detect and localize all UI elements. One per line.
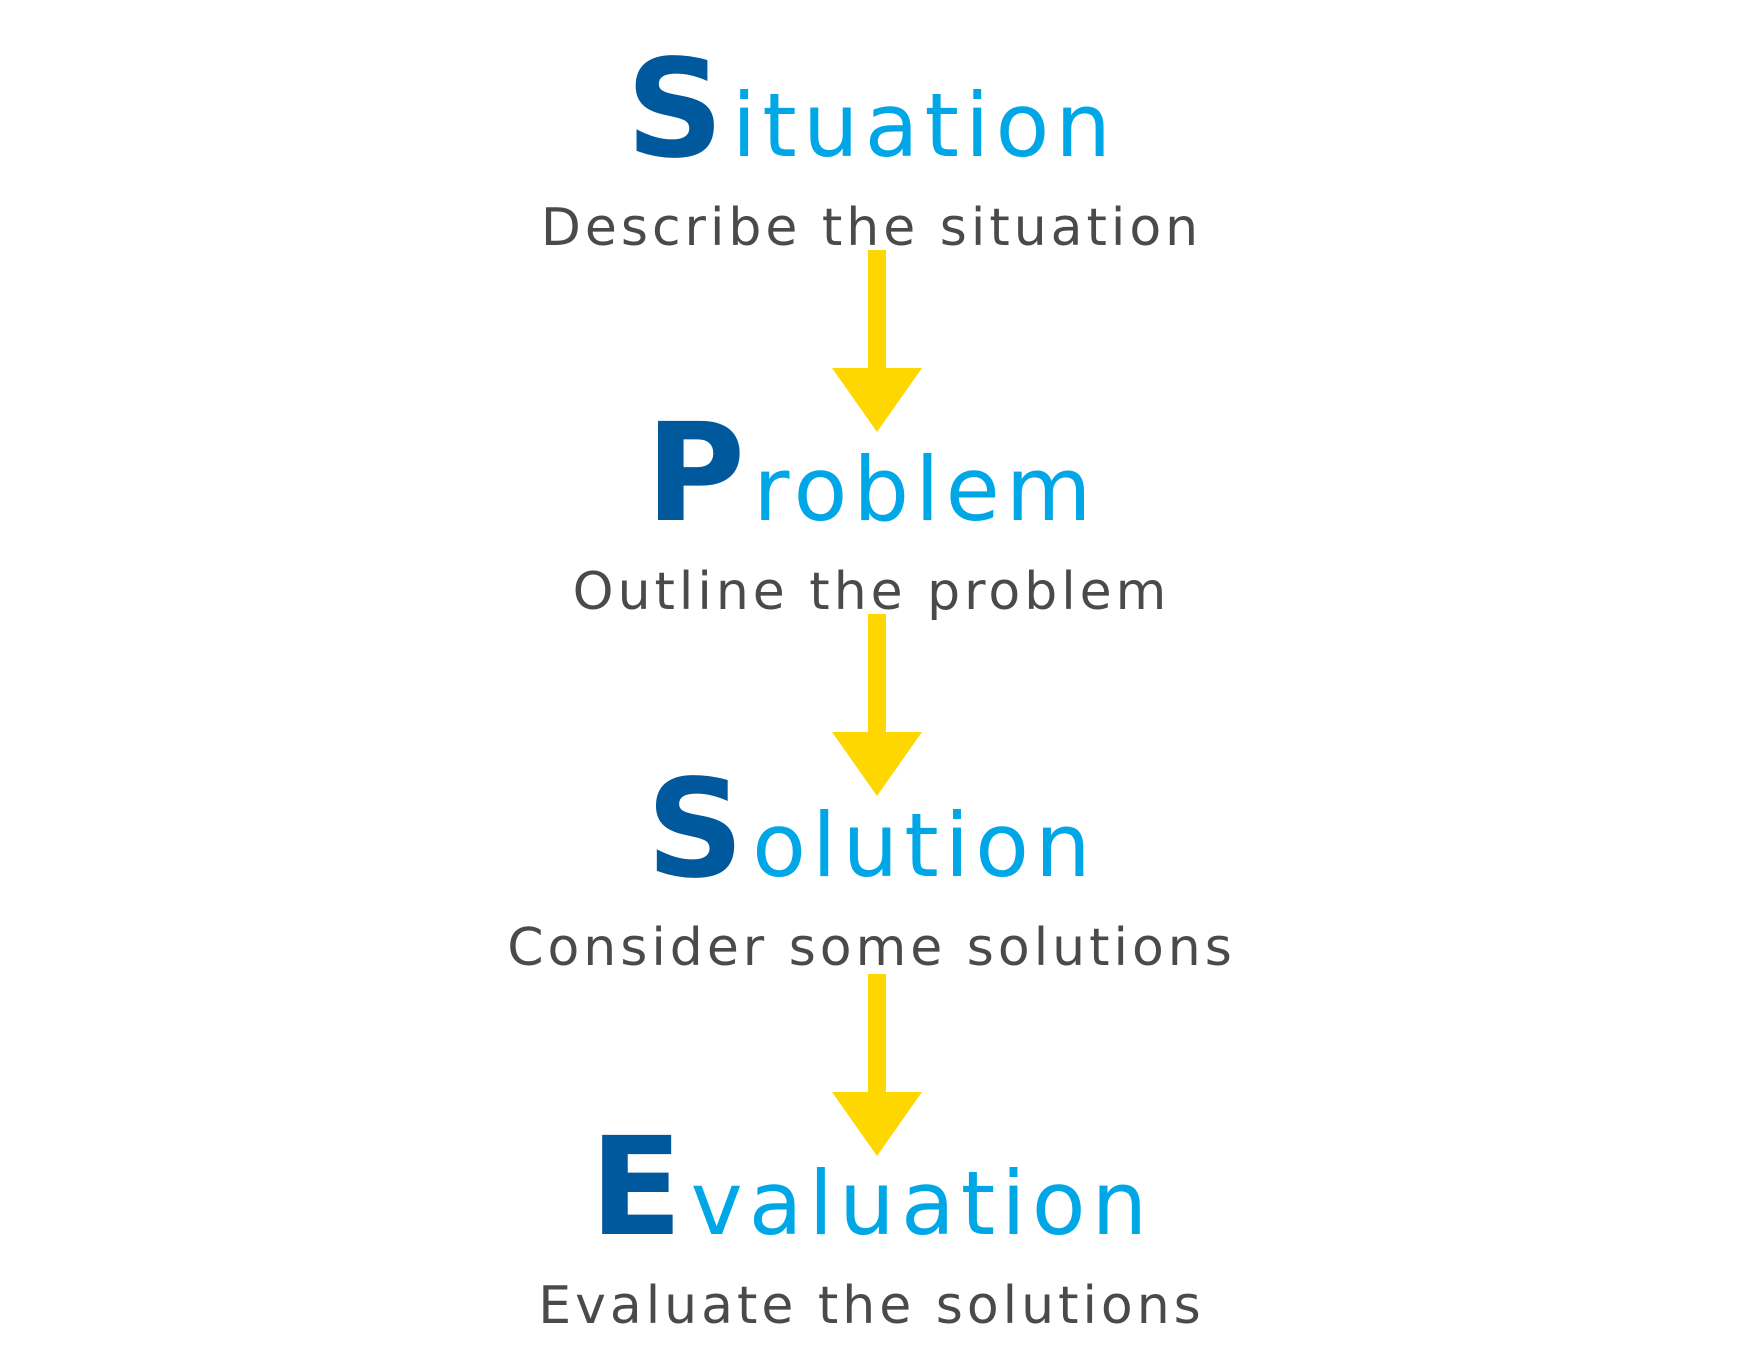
step-situation: Situation Describe the situation [0,42,1743,254]
arrow-down-icon [832,614,922,796]
step-solution: Solution Consider some solutions [0,762,1743,974]
arrow-down-icon [832,250,922,432]
step-title-rest: valuation [690,1152,1154,1255]
step-title: Problem [0,406,1743,542]
step-description: Outline the problem [572,562,1171,622]
step-initial-letter: S [646,751,745,909]
step-title-rest: roblem [753,438,1098,541]
step-problem: Problem Outline the problem [0,406,1743,618]
step-title-rest: olution [752,794,1097,897]
step-initial-letter: E [589,1109,683,1267]
step-title: Solution [0,762,1743,898]
step-title: Situation [0,42,1743,178]
step-initial-letter: P [645,395,746,553]
step-description: Evaluate the solutions [538,1276,1205,1336]
step-title: Evaluation [0,1120,1743,1256]
step-initial-letter: S [625,31,724,189]
step-title-rest: ituation [731,74,1118,177]
step-description: Describe the situation [540,198,1203,258]
step-description: Consider some solutions [507,918,1236,978]
arrow-down-icon [832,974,922,1156]
step-evaluation: Evaluation Evaluate the solutions [0,1120,1743,1332]
